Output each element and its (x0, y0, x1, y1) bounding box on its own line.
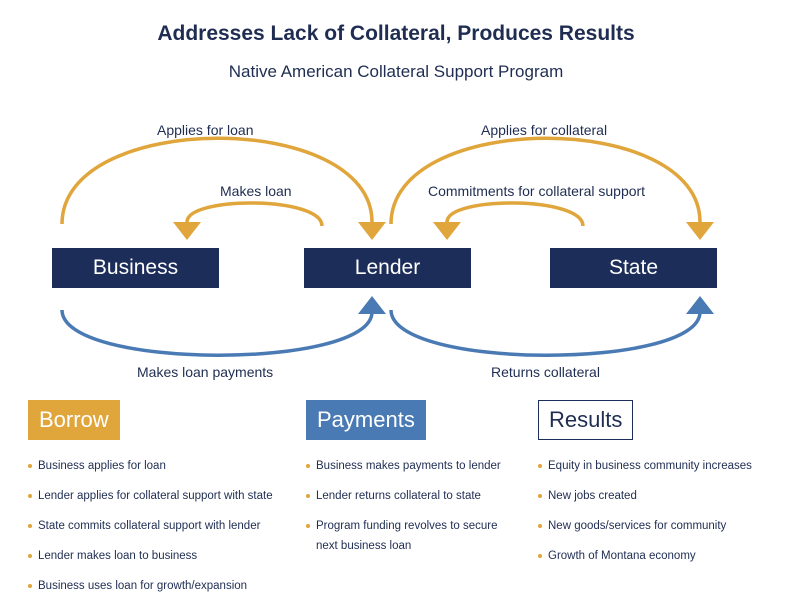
heading-payments: Payments (306, 400, 426, 440)
list-item: next business loan (316, 540, 412, 552)
arrowhead-returns-collateral (686, 296, 714, 314)
node-lender: Lender (304, 248, 471, 288)
bullet-icon (28, 524, 32, 528)
list-item: Business applies for loan (28, 456, 298, 476)
bullet-icon (538, 464, 542, 468)
list-item: Program funding revolves to secure (306, 516, 526, 536)
list-results: Equity in business community increases N… (538, 456, 778, 566)
list-item: Lender makes loan to business (28, 546, 298, 566)
arrow-commitments (445, 201, 585, 227)
list-item: Lender applies for collateral support wi… (28, 486, 298, 506)
bullet-icon (28, 584, 32, 588)
column-results: Results Equity in business community inc… (538, 400, 752, 562)
bullet-icon (306, 464, 310, 468)
arrowhead-commitments (433, 222, 461, 240)
list-item: New jobs created (538, 486, 778, 506)
bullet-icon (538, 494, 542, 498)
label-returns-collateral: Returns collateral (491, 364, 600, 380)
bullet-icon (306, 524, 310, 528)
diagram-title: Addresses Lack of Collateral, Produces R… (157, 22, 635, 45)
bullet-icon (538, 524, 542, 528)
arrow-applies-for-collateral (389, 136, 702, 225)
arrowhead-makes-loan-payments (358, 296, 386, 314)
list-payments: Business makes payments to lender Lender… (306, 456, 526, 556)
column-payments: Payments Business makes payments to lend… (306, 400, 501, 552)
label-applies-for-collateral: Applies for collateral (481, 122, 608, 138)
list-item: Business uses loan for growth/expansion (28, 576, 298, 596)
bullet-icon (28, 494, 32, 498)
bullet-icon (28, 554, 32, 558)
heading-results: Results (538, 400, 634, 440)
label-commitments: Commitments for collateral support (428, 183, 646, 199)
label-makes-loan: Makes loan (220, 183, 292, 199)
arrowhead-applies-for-collateral (686, 222, 714, 240)
diagram-subtitle: Native American Collateral Support Progr… (228, 62, 564, 81)
arrowhead-makes-loan (173, 222, 201, 240)
bullet-icon (306, 494, 310, 498)
list-item: Equity in business community increases (538, 456, 778, 476)
column-borrow: Borrow Business applies for loan Lender … (28, 400, 273, 592)
arrow-applies-for-loan (60, 136, 374, 225)
list-item: Growth of Montana economy (538, 546, 778, 566)
list-borrow: Business applies for loan Lender applies… (28, 456, 298, 596)
arrow-makes-loan (185, 201, 324, 227)
arrowhead-applies-for-loan (358, 222, 386, 240)
label-applies-for-loan: Applies for loan (157, 122, 254, 138)
label-makes-loan-payments: Makes loan payments (137, 364, 274, 380)
list-item: Business makes payments to lender (306, 456, 526, 476)
list-item: New goods/services for community (538, 516, 778, 536)
list-item: Lender returns collateral to state (306, 486, 526, 506)
bullet-icon (538, 554, 542, 558)
arrow-makes-loan-payments (60, 309, 374, 357)
bullet-icon (28, 464, 32, 468)
list-item: State commits collateral support with le… (28, 516, 298, 536)
node-business: Business (52, 248, 219, 288)
node-state: State (550, 248, 717, 288)
arrow-returns-collateral (389, 309, 702, 357)
heading-borrow: Borrow (28, 400, 120, 440)
